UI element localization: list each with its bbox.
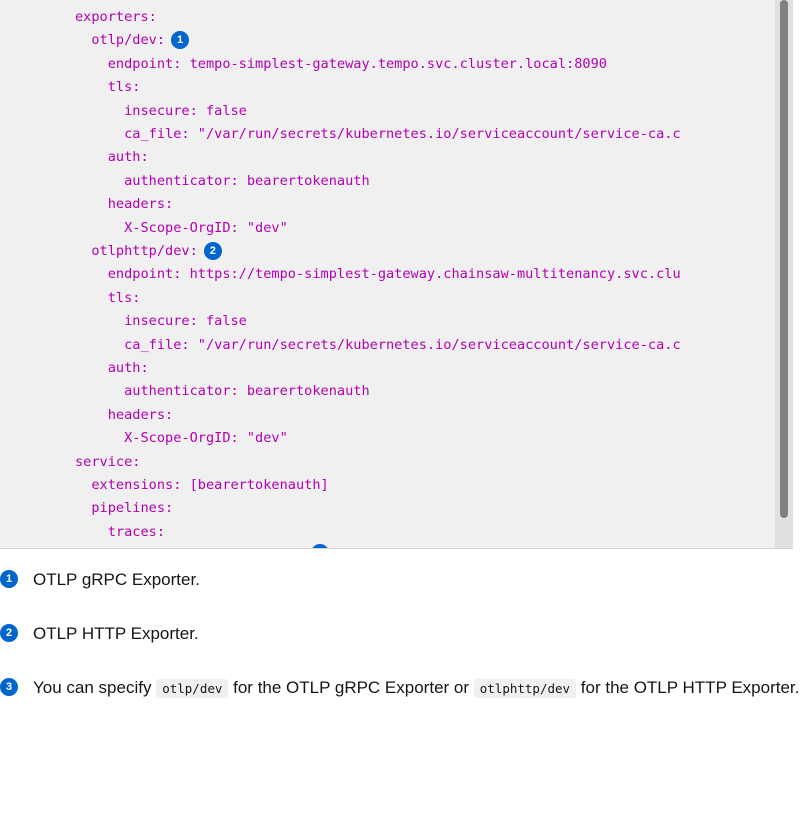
callout-badge: 1: [171, 31, 190, 50]
code-line: ca_file: "/var/run/secrets/kubernetes.io…: [75, 334, 681, 357]
callout-text: OTLP gRPC Exporter.: [33, 570, 200, 589]
code-text: ca_file: "/var/run/secrets/kubernetes.io…: [75, 126, 681, 142]
code-line: authenticator: bearertokenauth: [75, 170, 370, 193]
code-line: extensions: [bearertokenauth]: [75, 474, 329, 497]
code-text: X-Scope-OrgID: "dev": [75, 430, 288, 447]
code-text: extensions: [bearertokenauth]: [75, 477, 329, 493]
code-text: service:: [75, 453, 141, 470]
inline-code: otlp/dev: [156, 679, 229, 698]
callout-2: 2 OTLP HTTP Exporter.: [0, 619, 800, 648]
code-text: tls:: [75, 79, 141, 96]
callout-badge: 2: [203, 242, 222, 260]
code-line: tls:: [75, 76, 141, 99]
code-line: tls:: [75, 287, 141, 310]
scrollbar-thumb[interactable]: [780, 0, 788, 518]
code-text: X-Scope-OrgID: "dev": [75, 219, 288, 236]
code-text: headers:: [75, 196, 174, 213]
code-line: pipelines:: [75, 497, 173, 520]
code-line: authenticator: bearertokenauth: [75, 380, 370, 403]
code-text: tls:: [75, 289, 141, 306]
code-text: insecure: false: [75, 102, 247, 119]
code-line: endpoint: https://tempo-simplest-gateway…: [75, 263, 681, 286]
code-text: otlphttp/dev:: [75, 243, 198, 259]
code-line: otlphttp/dev: 2: [75, 240, 222, 263]
callout-badge: 2: [0, 624, 18, 642]
code-block: ─ ── ─/ ── ─/ ───/ ─────── ── ─/ ────── …: [0, 0, 793, 549]
code-text: exporters:: [75, 9, 157, 25]
code-line: headers:: [75, 404, 173, 427]
code-text: endpoint: https://tempo-simplest-gateway…: [75, 266, 681, 283]
code-line: X-Scope-OrgID: "dev": [75, 427, 288, 450]
scrollbar[interactable]: [775, 0, 793, 548]
callout-text: OTLP HTTP Exporter.: [33, 624, 199, 643]
code-line: endpoint: tempo-simplest-gateway.tempo.s…: [75, 53, 607, 76]
code-text: authenticator: bearertokenauth: [75, 383, 370, 400]
code-text: auth:: [75, 149, 149, 166]
code-line: ca_file: "/var/run/secrets/kubernetes.io…: [75, 123, 681, 146]
callout-badge-partial: [311, 544, 329, 548]
code-text: ca_file: "/var/run/secrets/kubernetes.io…: [75, 336, 681, 353]
code-line: insecure: false: [75, 310, 247, 333]
code-line: auth:: [75, 146, 149, 169]
callout-1: 1 OTLP gRPC Exporter.: [0, 565, 800, 594]
callout-text: for the OTLP gRPC Exporter or: [228, 678, 474, 697]
code-line: traces:: [75, 521, 165, 544]
code-text: traces:: [75, 523, 166, 540]
code-text: otlp/dev:: [75, 32, 166, 49]
code-line: service:: [75, 451, 140, 474]
code-line: exporters:: [75, 6, 157, 29]
code-text: authenticator: bearertokenauth: [75, 172, 370, 189]
code-text: headers:: [75, 406, 174, 423]
callout-list: 1 OTLP gRPC Exporter. 2 OTLP HTTP Exporter…: [0, 565, 800, 728]
callout-text: You can specify: [33, 678, 157, 697]
callout-badge: 3: [0, 678, 18, 696]
code-text: pipelines:: [75, 500, 174, 517]
code-text: auth:: [75, 360, 149, 376]
callout-text: for the OTLP HTTP Exporter.: [576, 678, 800, 697]
inline-code: otlphttp/dev: [473, 679, 577, 698]
code-line: headers:: [75, 193, 173, 216]
code-line: X-Scope-OrgID: "dev": [75, 217, 288, 240]
code-line-partial: ─ ── ─/ ── ─/ ───/ ─────── ── ─/ ────── …: [75, 0, 550, 6]
code-line: insecure: false: [75, 100, 247, 123]
callout-badge: 1: [0, 570, 18, 588]
callout-3: 3 You can specify otlp/dev for the OTLP g…: [0, 673, 800, 703]
code-text: endpoint: tempo-simplest-gateway.tempo.s…: [75, 55, 607, 72]
code-line: otlp/dev: 1: [75, 29, 190, 52]
code-text: insecure: false: [75, 313, 247, 330]
code-line: auth:: [75, 357, 149, 380]
